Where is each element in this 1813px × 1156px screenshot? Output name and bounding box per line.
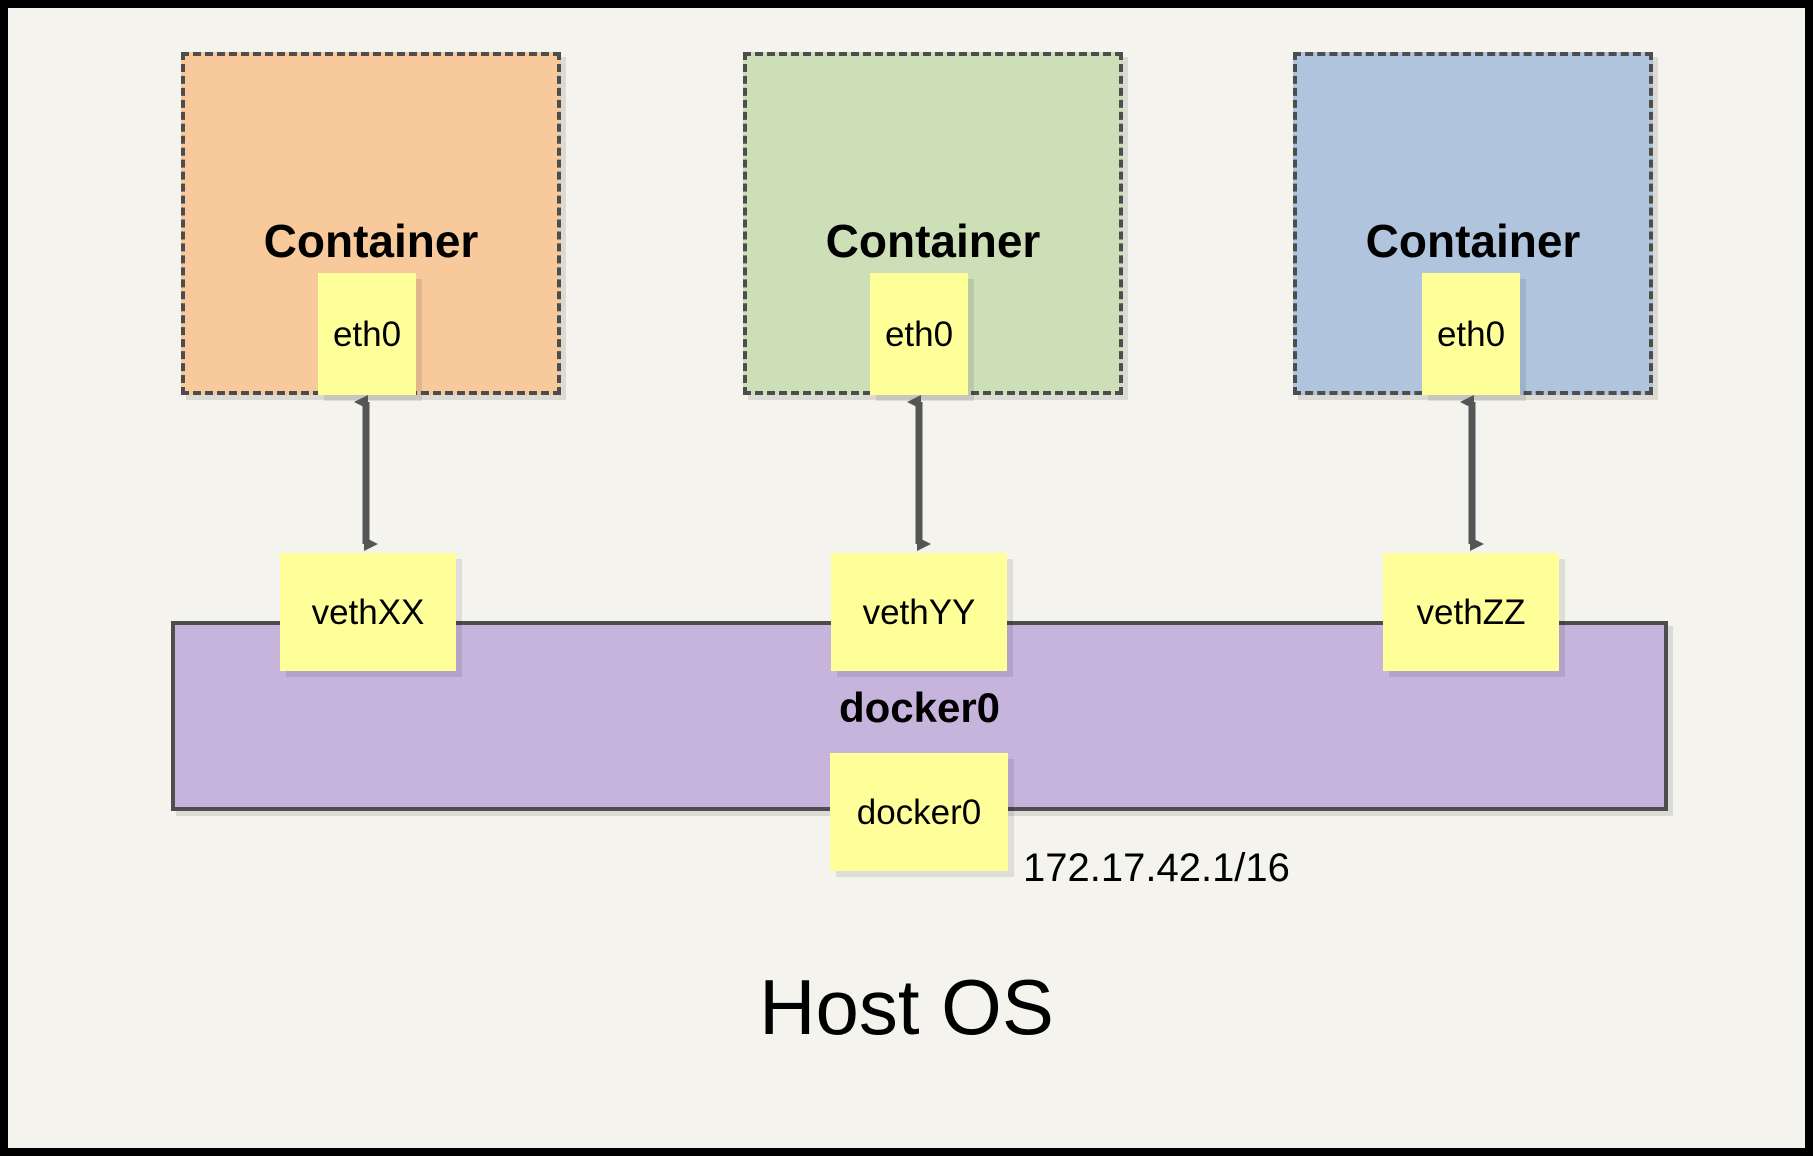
eth0-box-2: eth0 xyxy=(870,273,968,395)
veth-box-2: vethYY xyxy=(831,553,1007,671)
connector-eth0-vethXX-icon xyxy=(354,395,378,551)
veth-box-3: vethZZ xyxy=(1383,553,1559,671)
host-os-label: Host OS xyxy=(759,963,1054,1051)
docker0-ip-label: 172.17.42.1/16 xyxy=(1023,846,1290,890)
docker0-bridge-label: docker0 xyxy=(838,684,1001,731)
container-title-1: Container xyxy=(263,215,479,267)
connector-eth0-vethZZ-icon xyxy=(1460,395,1484,551)
docker0-interface-box: docker0 xyxy=(830,753,1008,871)
connector-eth0-vethYY-icon xyxy=(907,395,931,551)
veth-box-1: vethXX xyxy=(280,553,456,671)
container-title-2: Container xyxy=(825,215,1041,267)
eth0-box-3: eth0 xyxy=(1422,273,1520,395)
eth0-box-1: eth0 xyxy=(318,273,416,395)
container-title-3: Container xyxy=(1365,215,1581,267)
